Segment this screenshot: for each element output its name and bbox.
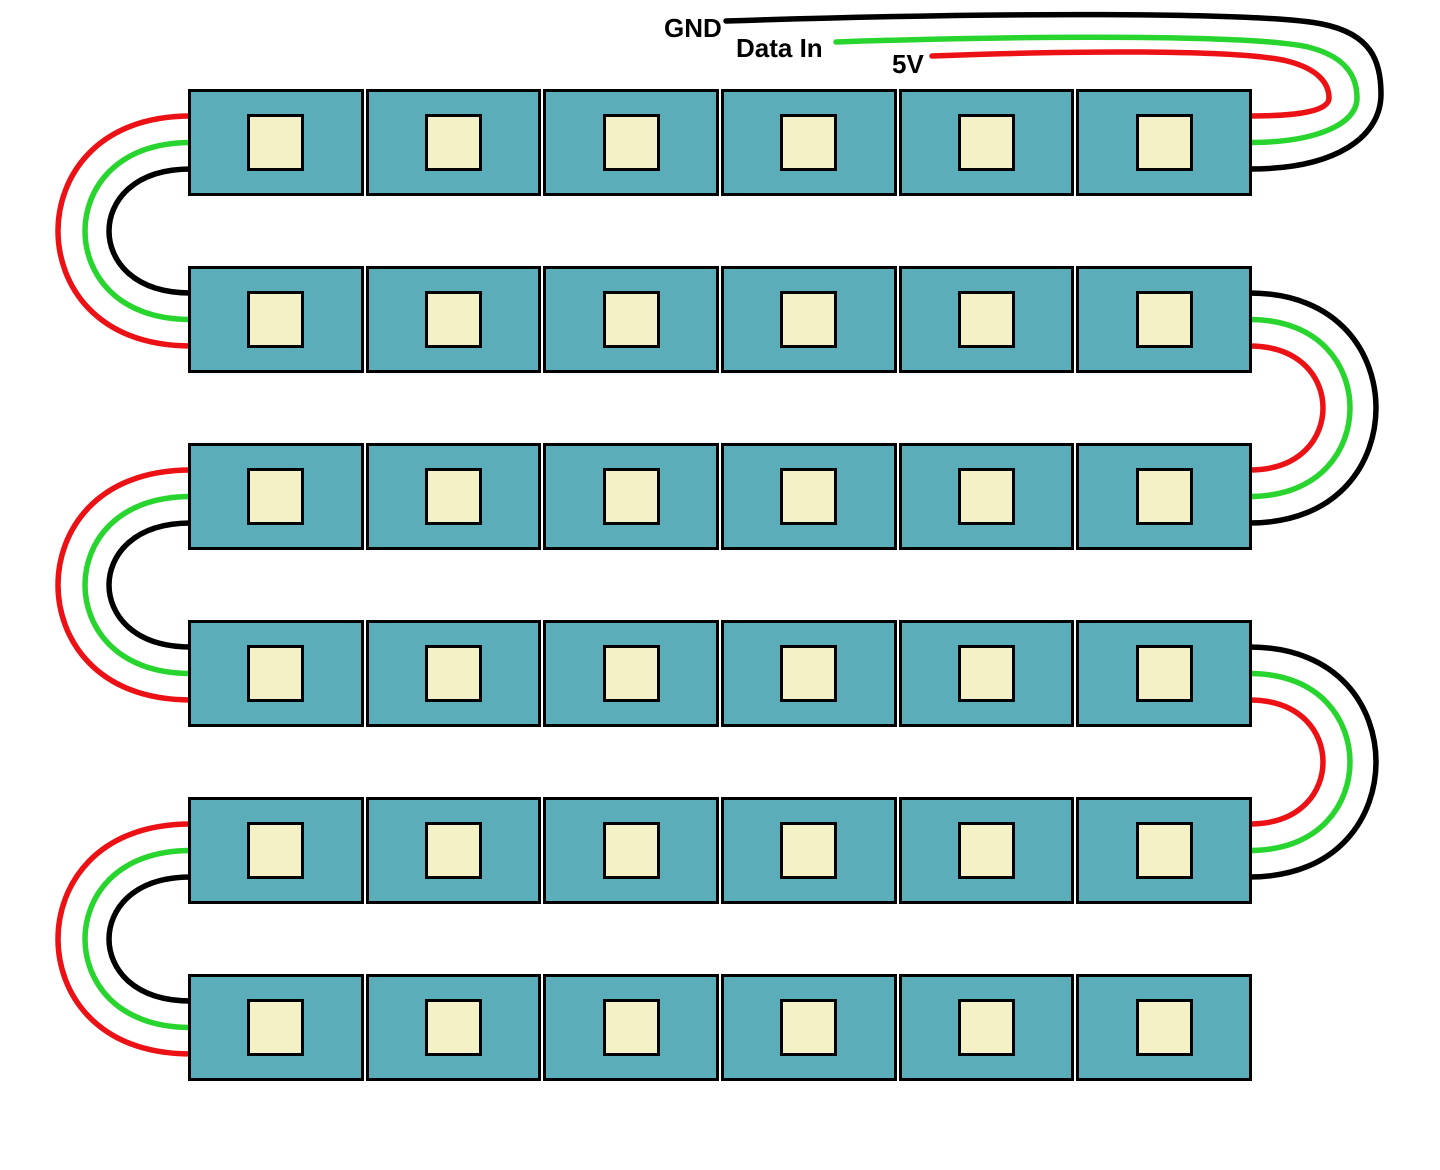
power-input-wire bbox=[929, 49, 1332, 119]
power-wire-loop bbox=[55, 113, 194, 349]
gnd-wire-loop bbox=[106, 874, 194, 1004]
data-wire-loop bbox=[82, 493, 194, 677]
data-wire-loop bbox=[1246, 316, 1353, 500]
power-wire-loop bbox=[55, 821, 194, 1057]
data-wire-loop bbox=[1246, 670, 1353, 854]
power-wire-loop bbox=[1246, 697, 1326, 827]
data-wire-loop bbox=[82, 139, 194, 323]
power-wire-loop bbox=[55, 467, 194, 703]
gnd-wire-loop bbox=[1246, 290, 1379, 526]
5v-label: 5V bbox=[892, 49, 924, 79]
gnd-wire-loop bbox=[106, 166, 194, 296]
data-wire-loop bbox=[82, 847, 194, 1031]
data-input-wire bbox=[833, 34, 1360, 146]
gnd-wire-loop bbox=[106, 520, 194, 650]
gnd-wire-loop bbox=[1246, 644, 1379, 880]
gnd-input-wire bbox=[723, 11, 1384, 172]
power-wire-loop bbox=[1246, 343, 1326, 473]
gnd-label: GND bbox=[664, 13, 722, 43]
data-in-label: Data In bbox=[736, 33, 823, 63]
